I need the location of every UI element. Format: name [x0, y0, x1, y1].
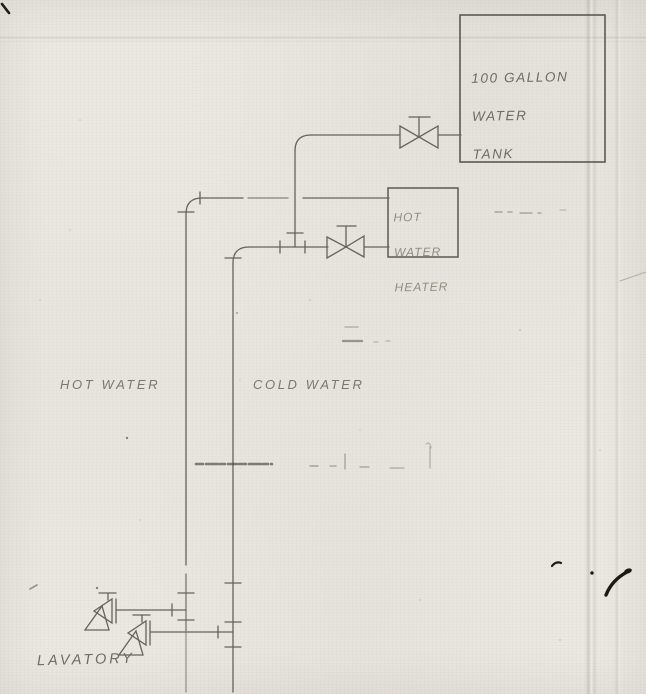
hot-water-heater-box — [387, 187, 459, 258]
water-tank-box — [459, 14, 606, 163]
pipe-hot-water-main — [177, 191, 390, 215]
lavatory-hot-faucet-icon — [83, 592, 187, 631]
lavatory-label: LAVATORY — [36, 650, 136, 670]
heater-label-line1: HOT — [393, 209, 422, 224]
pencil-smudges — [29, 209, 646, 590]
gate-valve-heater-supply-icon — [326, 225, 365, 260]
ink-marks — [0, 2, 632, 597]
heater-label-line3: HEATER — [394, 279, 449, 294]
heater-label-line2: WATER — [393, 244, 442, 259]
tank-label-line2: WATER — [471, 107, 528, 124]
tank-label: 100 GALLON WATER TANK — [471, 48, 570, 183]
pipe-hot-riser — [177, 213, 195, 693]
pipe-cold-water-main — [224, 240, 390, 264]
lavatory-cold-faucet-icon — [117, 614, 234, 656]
cold-water-pipe-label: COLD WATER — [253, 377, 365, 392]
fold-crease-vertical-2 — [614, 0, 622, 694]
paper-speckles — [39, 79, 601, 641]
pipe-tank-supply — [286, 134, 462, 248]
gate-valve-tank-supply-icon — [399, 116, 439, 150]
pipe-cold-riser — [224, 262, 242, 693]
heater-label: HOT WATER HEATER — [393, 191, 449, 314]
hot-water-pipe-label: HOT WATER — [60, 377, 161, 392]
fold-crease-horizontal — [0, 36, 646, 42]
fold-crease-vertical-1 — [585, 0, 597, 694]
tank-label-line1: 100 GALLON — [471, 69, 569, 86]
tank-label-line3: TANK — [472, 146, 515, 162]
